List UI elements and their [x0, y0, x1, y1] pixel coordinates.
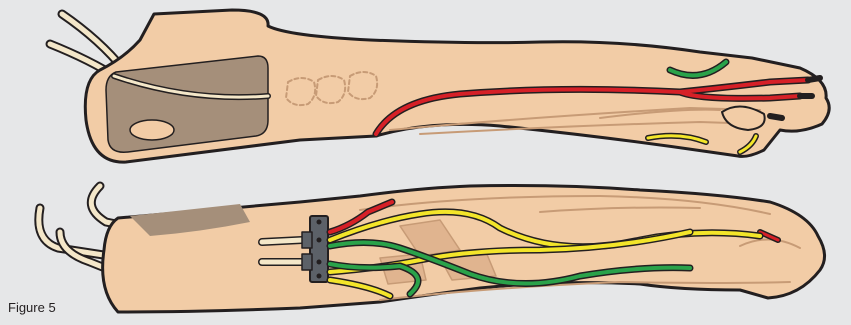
arm-model-top-view: [50, 10, 829, 162]
figure-caption: Figure 5: [8, 300, 56, 315]
top-arm-oval: [130, 120, 174, 140]
top-arm-pad: [106, 56, 268, 152]
arm-model-bottom-view: [39, 186, 825, 313]
